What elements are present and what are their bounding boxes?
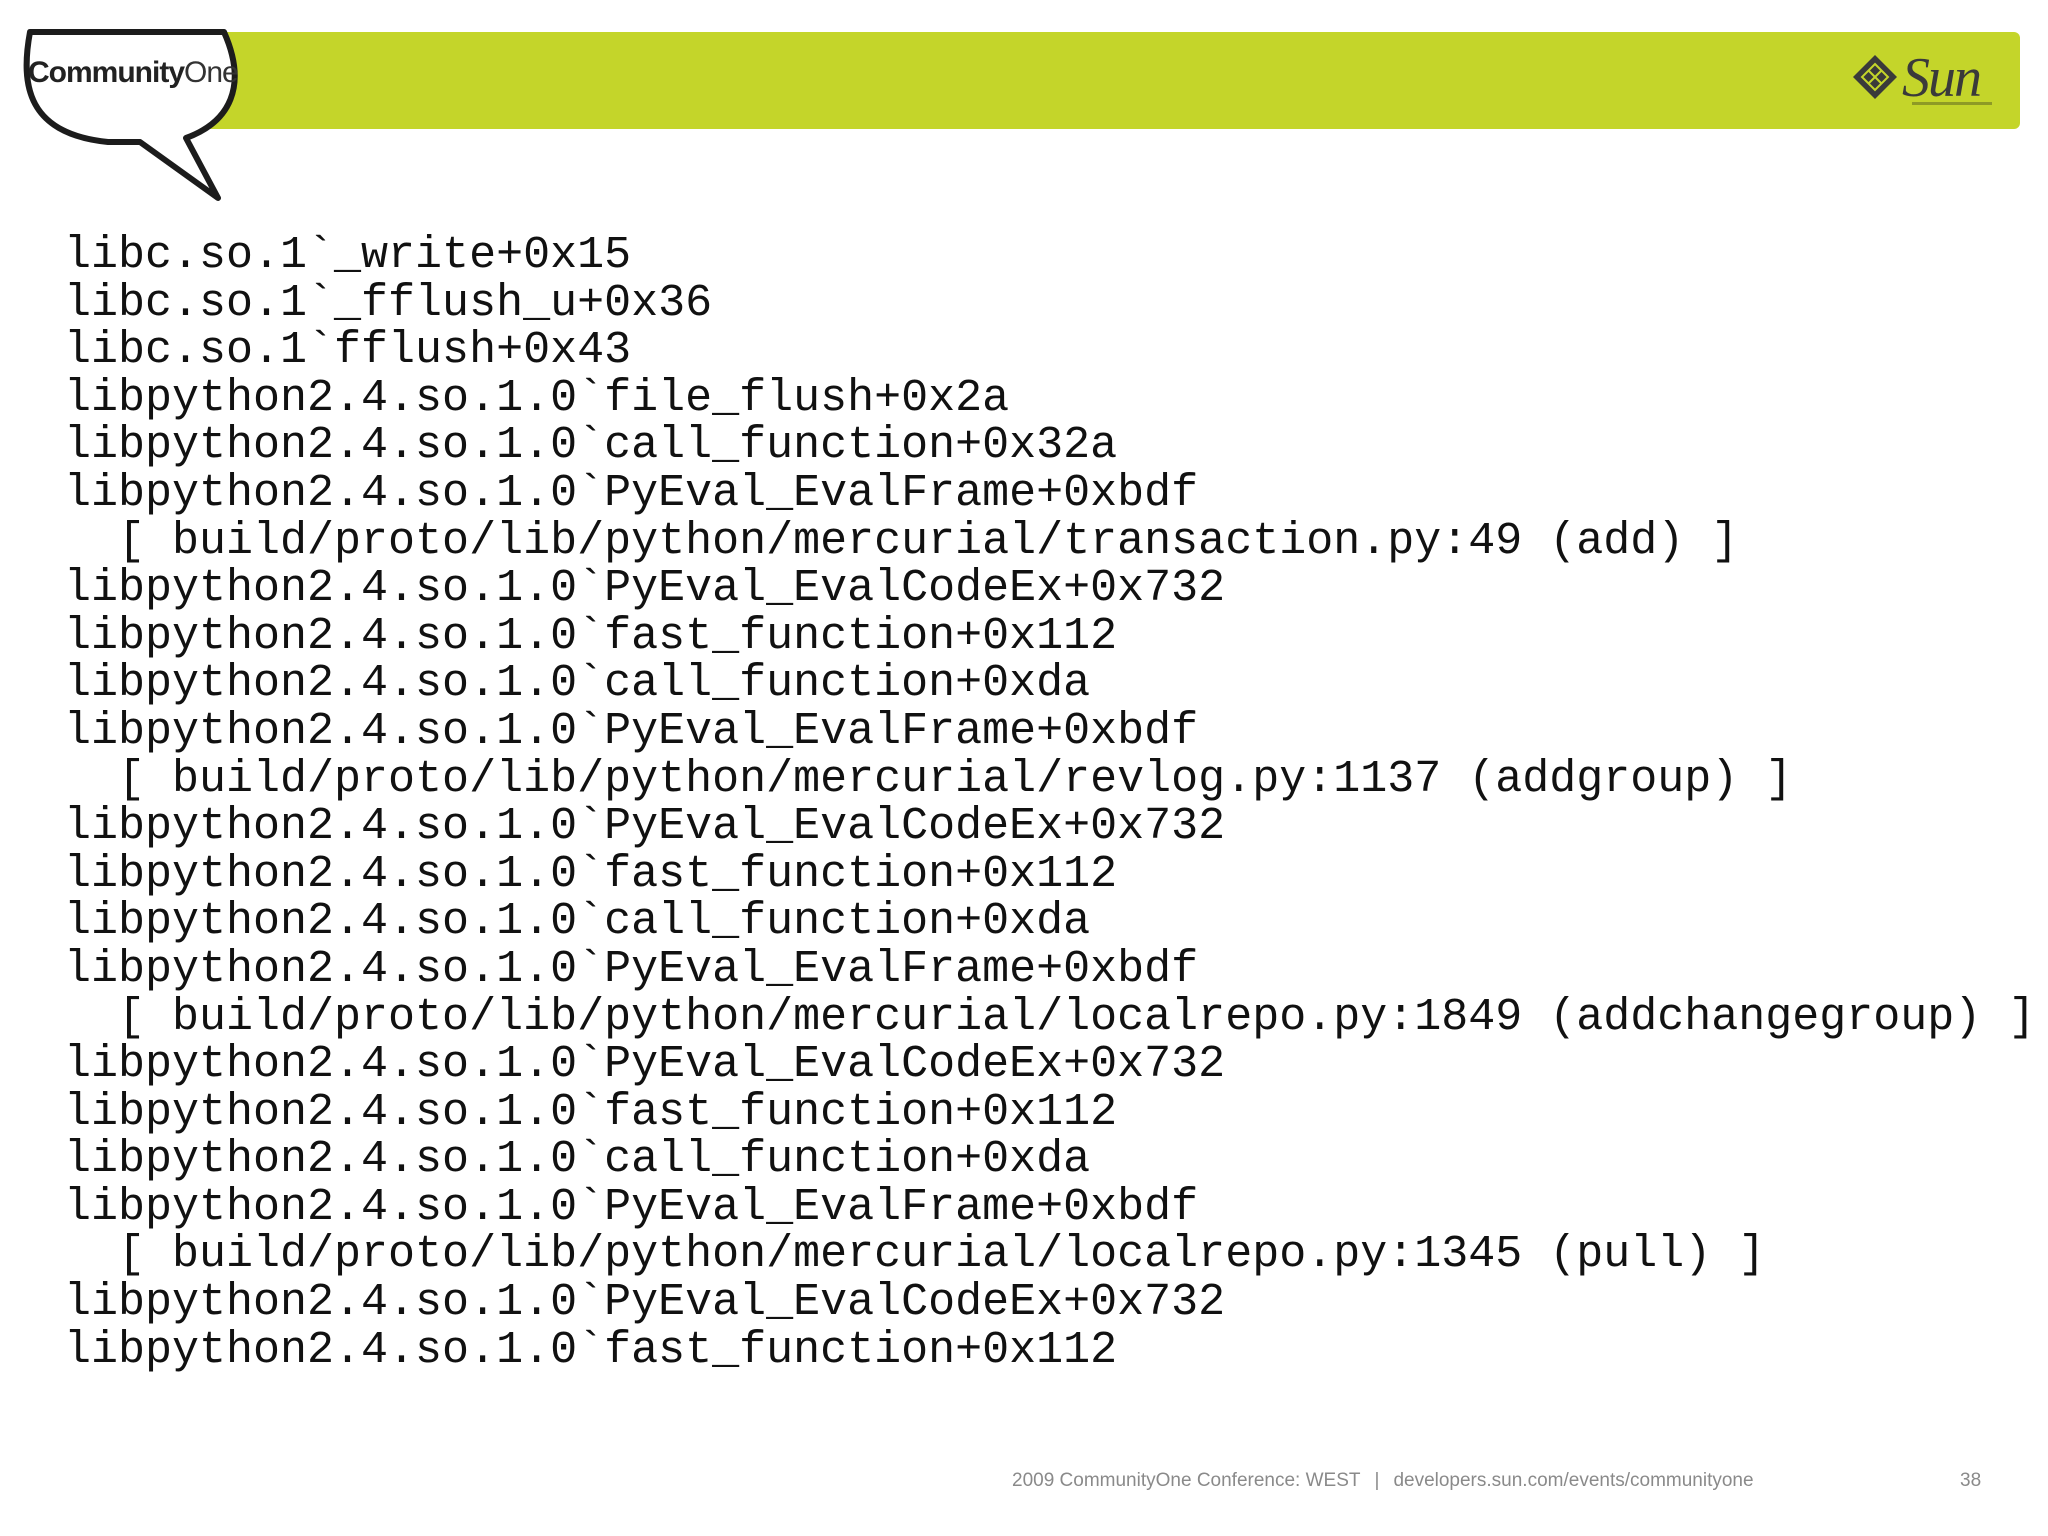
trace-line: libpython2.4.so.1.0`call_function+0xda xyxy=(64,1134,1091,1186)
trace-line: libpython2.4.so.1.0`PyEval_EvalFrame+0xb… xyxy=(64,467,1199,519)
trace-line: libpython2.4.so.1.0`PyEval_EvalCodeEx+0x… xyxy=(64,801,1226,853)
trace-line: libpython2.4.so.1.0`PyEval_EvalCodeEx+0x… xyxy=(64,1277,1226,1329)
trace-line: [ build/proto/lib/python/mercurial/trans… xyxy=(64,515,1739,567)
trace-line: libpython2.4.so.1.0`fast_function+0x112 xyxy=(64,1324,1118,1376)
trace-line: libpython2.4.so.1.0`call_function+0x32a xyxy=(64,420,1118,472)
footer-url: developers.sun.com/events/communityone xyxy=(1393,1470,1754,1491)
sun-logo: Sun xyxy=(1852,48,1992,118)
trace-line: libpython2.4.so.1.0`PyEval_EvalCodeEx+0x… xyxy=(64,563,1226,615)
footer: 2009 CommunityOne Conference: WEST | devel… xyxy=(1012,1470,1754,1492)
trace-line: libpython2.4.so.1.0`call_function+0xda xyxy=(64,896,1091,948)
trace-line: libpython2.4.so.1.0`PyEval_EvalFrame+0xb… xyxy=(64,705,1199,757)
trace-line: libpython2.4.so.1.0`PyEval_EvalFrame+0xb… xyxy=(64,943,1199,995)
trace-line: [ build/proto/lib/python/mercurial/revlo… xyxy=(64,753,1793,805)
community-one-logo: CommunityOne xyxy=(28,56,239,90)
trace-line: libpython2.4.so.1.0`file_flush+0x2a xyxy=(64,372,1010,424)
brand-strong: Community xyxy=(28,56,185,89)
brand-light: One xyxy=(184,56,239,89)
trace-line: libpython2.4.so.1.0`fast_function+0x112 xyxy=(64,848,1118,900)
trace-line: [ build/proto/lib/python/mercurial/local… xyxy=(64,991,2036,1043)
trace-line: libc.so.1`_fflush_u+0x36 xyxy=(64,277,713,329)
trace-line: libpython2.4.so.1.0`call_function+0xda xyxy=(64,658,1091,710)
stack-trace: libc.so.1`_write+0x15 libc.so.1`_fflush_… xyxy=(64,232,2035,1374)
sun-diamond-icon xyxy=(1853,55,1897,99)
trace-line: [ build/proto/lib/python/mercurial/local… xyxy=(64,1229,1766,1281)
trace-line: libc.so.1`fflush+0x43 xyxy=(64,325,632,377)
speech-bubble-logo xyxy=(23,29,238,201)
trace-line: libc.so.1`_write+0x15 xyxy=(64,230,632,281)
trace-line: libpython2.4.so.1.0`PyEval_EvalFrame+0xb… xyxy=(64,1181,1199,1233)
trace-line: libpython2.4.so.1.0`fast_function+0x112 xyxy=(64,610,1118,662)
header-band xyxy=(140,32,2020,129)
sun-tagline-mark xyxy=(1912,102,1992,105)
footer-separator: | xyxy=(1374,1470,1380,1491)
trace-line: libpython2.4.so.1.0`PyEval_EvalCodeEx+0x… xyxy=(64,1039,1226,1091)
trace-line: libpython2.4.so.1.0`fast_function+0x112 xyxy=(64,1086,1118,1138)
page-number: 38 xyxy=(1960,1470,1982,1491)
sun-wordmark: Sun xyxy=(1902,47,1982,109)
footer-conference: 2009 CommunityOne Conference: WEST xyxy=(1012,1470,1361,1491)
